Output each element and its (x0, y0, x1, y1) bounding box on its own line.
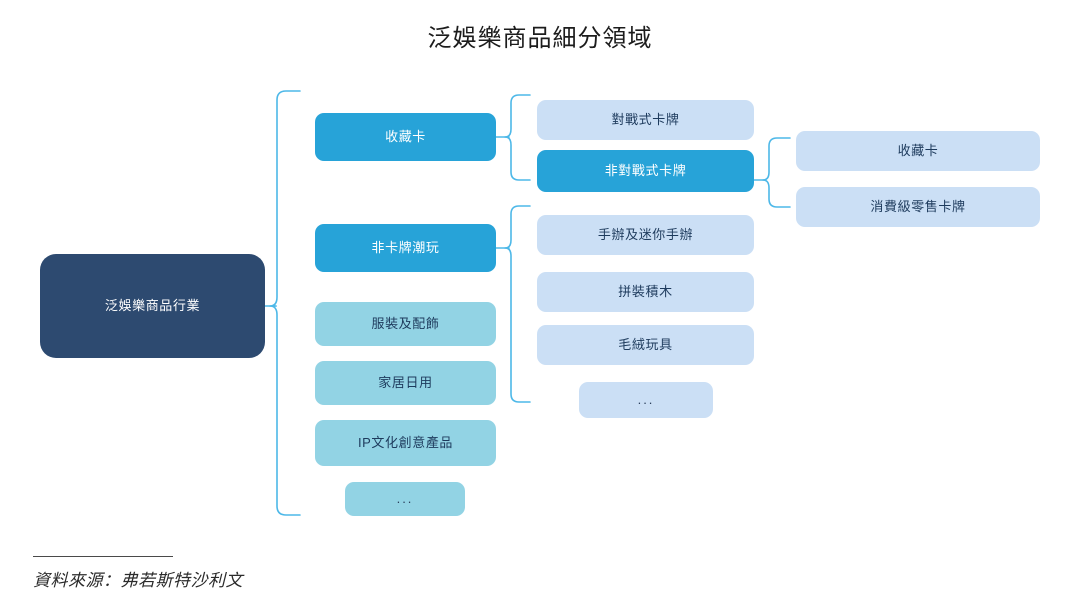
node-level2-more[interactable]: ... (345, 482, 465, 516)
node-label: 家居日用 (378, 375, 433, 391)
page-title: 泛娛樂商品細分領域 (427, 25, 653, 52)
node-level3-battle-cards[interactable]: 對戰式卡牌 (537, 100, 754, 140)
node-level4-consumer-retail-cards[interactable]: 消費級零售卡牌 (796, 187, 1040, 227)
node-level3-non-battle-cards[interactable]: 非對戰式卡牌 (537, 150, 754, 192)
node-level3-figures[interactable]: 手辦及迷你手辦 (537, 215, 754, 255)
node-label: 對戰式卡牌 (611, 112, 680, 128)
node-label: ... (637, 392, 655, 408)
node-level3-building-blocks[interactable]: 拼裝積木 (537, 272, 754, 312)
node-level2-collectible-cards[interactable]: 收藏卡 (315, 113, 496, 161)
footer-divider (33, 556, 173, 557)
node-level2-non-card-toys[interactable]: 非卡牌潮玩 (315, 224, 496, 272)
node-label: 非對戰式卡牌 (604, 163, 687, 179)
node-label: 拼裝積木 (618, 284, 673, 300)
node-label: 非卡牌潮玩 (371, 240, 440, 256)
node-label: 消費級零售卡牌 (870, 199, 966, 215)
node-label: 收藏卡 (385, 129, 426, 145)
node-root-label: 泛娛樂商品行業 (104, 298, 201, 314)
node-level2-ip-creative-products[interactable]: IP文化創意產品 (315, 420, 496, 466)
node-level4-collectible-cards[interactable]: 收藏卡 (796, 131, 1040, 171)
node-label: ... (396, 491, 414, 507)
node-label: IP文化創意產品 (357, 435, 454, 451)
node-level3-more[interactable]: ... (579, 382, 713, 418)
node-level2-home-goods[interactable]: 家居日用 (315, 361, 496, 405)
node-label: 手辦及迷你手辦 (597, 227, 694, 243)
node-label: 收藏卡 (897, 143, 939, 159)
node-root[interactable]: 泛娛樂商品行業 (40, 254, 265, 358)
node-label: 服裝及配飾 (371, 316, 440, 332)
node-level2-apparel-accessories[interactable]: 服裝及配飾 (315, 302, 496, 346)
node-level3-plush-toys[interactable]: 毛絨玩具 (537, 325, 754, 365)
source-note: 資料來源：弗若斯特沙利文 (33, 571, 243, 590)
node-label: 毛絨玩具 (618, 337, 673, 353)
